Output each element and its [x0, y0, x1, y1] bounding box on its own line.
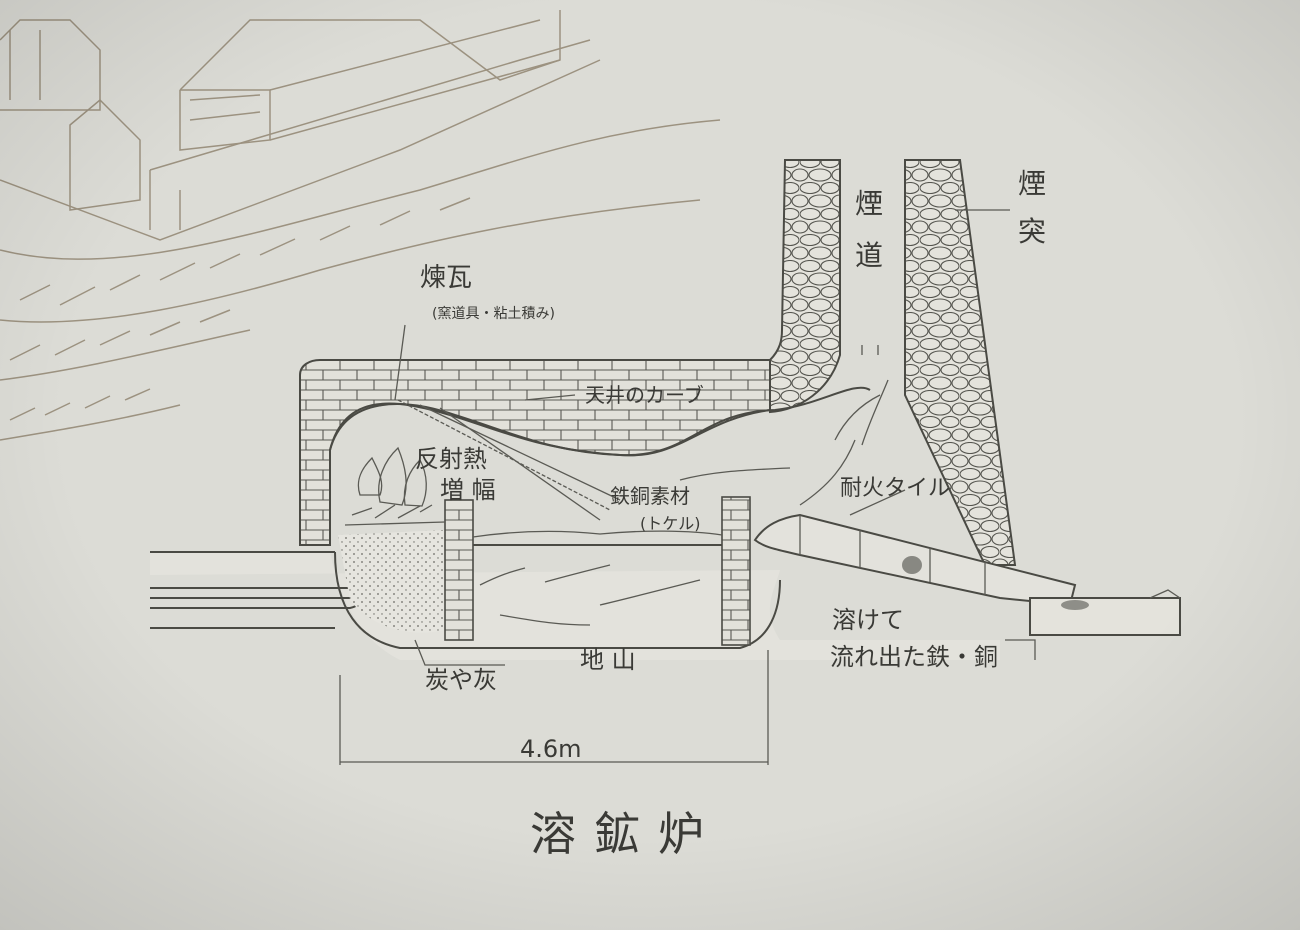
brick-label: 煉瓦 — [420, 263, 472, 293]
chimney-char-1: 煙 — [1018, 167, 1046, 200]
reflected-heat-line2: 増 幅 — [440, 476, 496, 504]
melted-label-line1: 溶けて — [832, 606, 904, 634]
reflected-heat-line1: 反射熱 — [415, 445, 487, 473]
brick-note: (窯道具・粘土積み) — [432, 305, 555, 322]
ceiling-curve-label: 天井のカーブ — [585, 383, 704, 407]
diagram-title: 溶鉱炉 — [530, 807, 722, 861]
refractory-tile-label: 耐火タイル — [840, 476, 950, 501]
chimney-char-2: 突 — [1018, 215, 1046, 248]
flue-char-2: 道 — [855, 239, 883, 272]
material-label: 鉄銅素材 — [610, 484, 690, 508]
chimney — [769, 159, 1017, 566]
ash-label: 炭や灰 — [425, 666, 497, 694]
melted-label-line2: 流れ出た鉄・銅 — [830, 643, 998, 671]
dimension-label: 4.6m — [520, 735, 582, 763]
ground-label: 地 山 — [580, 646, 636, 674]
flue-char-1: 煙 — [855, 187, 883, 220]
material-note: (トケル) — [640, 514, 701, 533]
